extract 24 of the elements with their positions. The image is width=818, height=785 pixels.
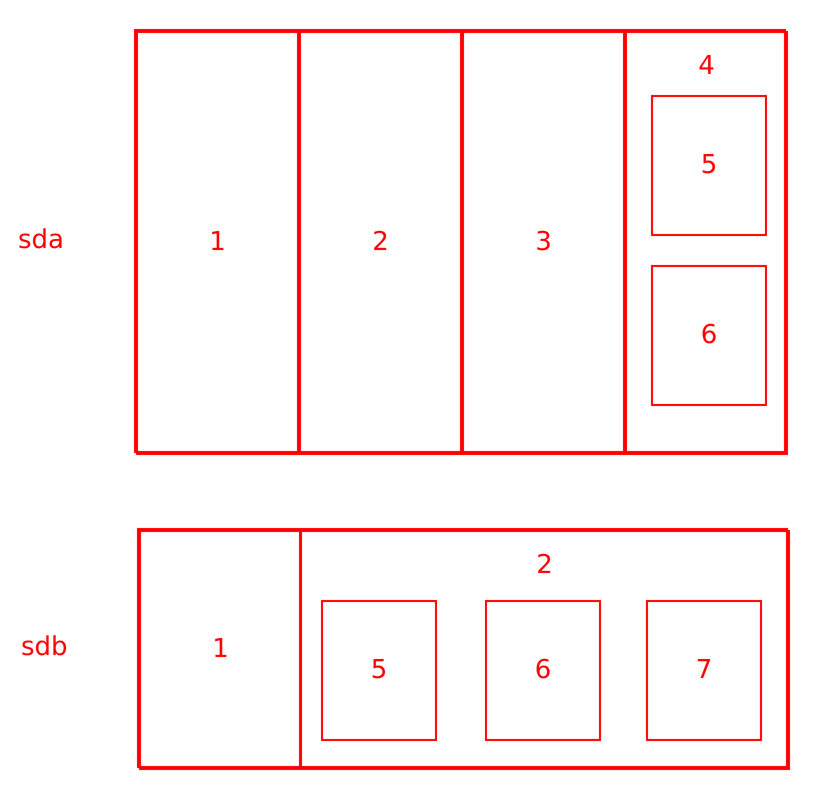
- disk-label: sdb: [21, 632, 69, 662]
- partition-label: 6: [534, 654, 552, 684]
- partition-label: 2: [536, 550, 553, 580]
- partition-label: 7: [696, 654, 712, 684]
- partition-label: 5: [370, 654, 388, 684]
- partition-box: [321, 600, 437, 741]
- partition-label: 3: [535, 227, 552, 257]
- partition-box: [139, 530, 302, 770]
- partition-label: 6: [700, 320, 718, 350]
- partition-label: 1: [212, 634, 229, 664]
- partition-box: [299, 31, 462, 455]
- partition-box: [136, 31, 299, 455]
- partition-box: [651, 265, 767, 406]
- partition-label: 2: [372, 227, 389, 257]
- partition-box: [651, 95, 767, 236]
- partition-box: [625, 31, 788, 455]
- partition-label: 4: [698, 51, 715, 81]
- partition-box: [299, 530, 790, 770]
- partition-box: [485, 600, 601, 741]
- disk-label: sda: [18, 225, 65, 255]
- partition-label: 1: [209, 227, 226, 257]
- partition-box: [462, 31, 625, 455]
- partition-box: [646, 600, 762, 741]
- partition-label: 5: [700, 150, 718, 180]
